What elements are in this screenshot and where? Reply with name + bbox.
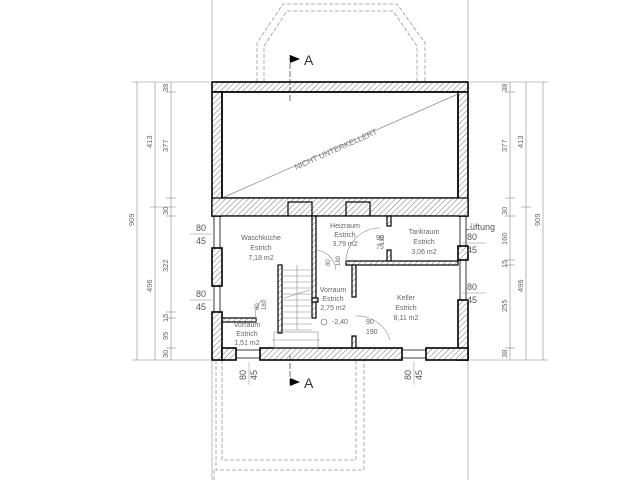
dimensions-left (132, 81, 210, 361)
svg-text:80: 80 (467, 232, 477, 242)
svg-text:909: 909 (533, 213, 542, 226)
svg-text:45: 45 (467, 245, 477, 255)
svg-text:80: 80 (255, 303, 261, 310)
svg-text:Estrich: Estrich (395, 305, 417, 312)
entrance-outline (213, 360, 365, 480)
svg-text:Estrich: Estrich (250, 245, 272, 252)
dimension-labels-right: 38 377 30 160 15 255 38 413 496 909 (500, 84, 542, 358)
door-labels: 90 75 180 80 180 80 180 90 190 -2,40 (255, 234, 386, 336)
svg-text:38: 38 (500, 84, 509, 92)
svg-text:Waschküche: Waschküche (241, 235, 281, 242)
svg-text:80: 80 (238, 370, 248, 380)
svg-text:80: 80 (467, 282, 477, 292)
svg-text:Lüftung: Lüftung (465, 222, 495, 232)
svg-text:Vorraum: Vorraum (234, 322, 261, 329)
svg-text:496: 496 (145, 279, 154, 292)
interior-walls (211, 197, 469, 217)
svg-text:80: 80 (196, 223, 206, 233)
svg-text:38: 38 (500, 350, 509, 358)
svg-text:190: 190 (366, 329, 378, 336)
svg-text:45: 45 (414, 370, 424, 380)
terrace-outline (256, 3, 426, 82)
svg-text:45: 45 (196, 236, 206, 246)
svg-text:15: 15 (500, 260, 509, 268)
staircase (272, 265, 320, 349)
section-marker-bottom: A (289, 355, 314, 391)
svg-text:38: 38 (161, 84, 170, 92)
diagonal-line (221, 93, 459, 199)
svg-text:180: 180 (380, 234, 386, 245)
svg-text:30: 30 (161, 207, 170, 215)
svg-text:Tankraum: Tankraum (409, 229, 440, 236)
svg-text:1,51 m2: 1,51 m2 (234, 340, 259, 347)
svg-text:30: 30 (161, 350, 170, 358)
svg-text:Estrich: Estrich (334, 232, 356, 239)
svg-text:8,11 m2: 8,11 m2 (394, 315, 419, 322)
dimensions-right (470, 81, 548, 361)
partitions (221, 215, 459, 349)
svg-text:Heizraum: Heizraum (330, 223, 360, 230)
svg-text:413: 413 (516, 135, 525, 148)
svg-text:45: 45 (467, 295, 477, 305)
svg-text:A: A (304, 375, 314, 391)
svg-text:Estrich: Estrich (322, 296, 344, 303)
svg-text:496: 496 (516, 279, 525, 292)
exterior-walls (211, 81, 469, 361)
svg-text:80: 80 (403, 370, 413, 380)
svg-text:45: 45 (196, 302, 206, 312)
window-labels: 80 45 80 45 Lüftung 80 45 80 45 80 45 80… (190, 222, 495, 385)
svg-text:Keller: Keller (397, 295, 416, 302)
svg-text:90: 90 (366, 319, 374, 326)
room-labels: Waschküche Estrich 7,18 m2 Heizraum Estr… (234, 223, 440, 347)
svg-text:377: 377 (161, 139, 170, 152)
svg-text:413: 413 (145, 135, 154, 148)
svg-text:180: 180 (262, 299, 268, 310)
svg-text:75: 75 (376, 244, 384, 251)
svg-text:30: 30 (500, 207, 509, 215)
svg-text:Estrich: Estrich (236, 331, 258, 338)
svg-text:90: 90 (376, 235, 384, 242)
svg-text:180: 180 (336, 255, 342, 266)
svg-text:909: 909 (127, 213, 136, 226)
svg-text:Estrich: Estrich (413, 239, 435, 246)
svg-text:3,06 m2: 3,06 m2 (411, 249, 436, 256)
door-swings (254, 227, 391, 341)
property-lines (211, 0, 469, 480)
svg-text:15: 15 (161, 314, 170, 322)
svg-text:7,18 m2: 7,18 m2 (248, 255, 273, 262)
windows (213, 216, 467, 359)
svg-text:-2,40: -2,40 (332, 319, 348, 326)
svg-text:80: 80 (196, 289, 206, 299)
svg-text:A: A (304, 52, 314, 68)
svg-text:45: 45 (249, 370, 259, 380)
unexcavated-label: NICHT UNTERKELLERT (293, 127, 379, 172)
level-marker-icon (320, 318, 328, 326)
svg-text:160: 160 (500, 232, 509, 245)
svg-text:2,75 m2: 2,75 m2 (320, 305, 345, 312)
dimension-labels-left: 909 413 496 38 377 30 322 15 95 30 (127, 84, 170, 358)
section-marker-top: A (289, 52, 314, 103)
svg-text:Vorraum: Vorraum (320, 287, 347, 294)
svg-text:95: 95 (161, 332, 170, 340)
svg-text:3,79 m2: 3,79 m2 (332, 241, 357, 248)
svg-text:255: 255 (500, 299, 509, 312)
svg-text:80: 80 (326, 259, 332, 266)
svg-text:322: 322 (161, 259, 170, 272)
svg-text:377: 377 (500, 139, 509, 152)
